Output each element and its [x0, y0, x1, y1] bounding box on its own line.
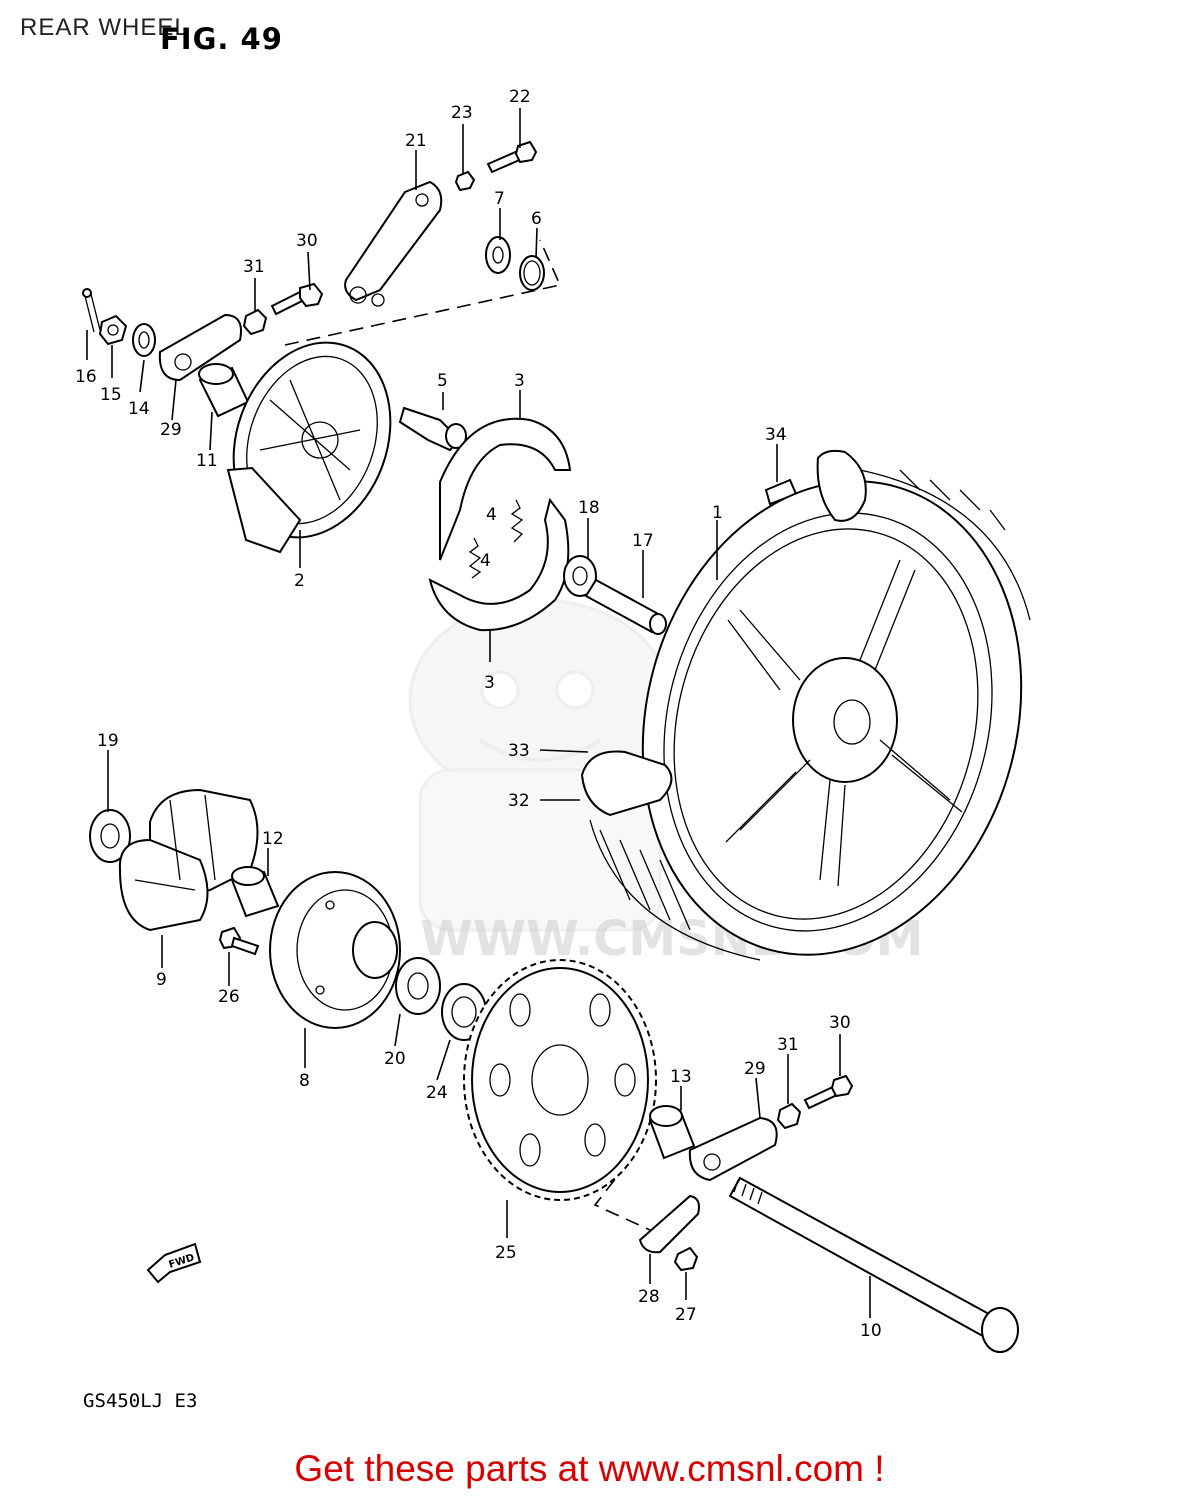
rim-band [580, 750, 673, 817]
callout-17: 17 [632, 531, 654, 551]
callout-25: 25 [495, 1243, 517, 1263]
lock-washer [638, 1194, 700, 1254]
castle-nut [98, 314, 128, 346]
leader-lines [86, 108, 871, 1318]
bolt-upper [270, 282, 324, 316]
callout-16: 16 [75, 367, 97, 387]
callout-14: 14 [128, 399, 150, 419]
callout-20: 20 [384, 1049, 406, 1069]
small-nut [454, 170, 476, 192]
tyre-tread [589, 469, 1031, 961]
brake-cam-lever [344, 180, 443, 307]
callout-8: 8 [299, 1071, 310, 1091]
wheel-bearing-18 [563, 555, 597, 597]
callout-23: 23 [451, 103, 473, 123]
collar [198, 363, 250, 418]
callout-29-upper: 29 [160, 420, 182, 440]
callout-18: 18 [578, 498, 600, 518]
nut-upper [242, 308, 268, 336]
wheel-spacer [584, 578, 667, 635]
collar-13 [648, 1105, 696, 1160]
callout-33: 33 [508, 741, 530, 761]
figure-label: FIG. 49 [160, 22, 283, 56]
callout-12: 12 [262, 829, 284, 849]
assembly-line-bottom [554, 1119, 651, 1231]
callout-2: 2 [294, 571, 305, 591]
brake-panel [226, 341, 392, 554]
assembly-line-top [284, 239, 562, 346]
washer [132, 323, 156, 357]
page-title: REAR WHEEL [20, 14, 189, 41]
footer-banner: Get these parts at www.cmsnl.com ! [0, 1448, 1179, 1490]
model-code: GS450LJ E3 [83, 1390, 198, 1412]
callout-10: 10 [860, 1321, 882, 1341]
nut-lower [776, 1102, 802, 1130]
callout-3-upper: 3 [514, 371, 525, 391]
forward-arrow-icon: FWD [146, 1242, 202, 1284]
callout-9: 9 [156, 970, 167, 990]
shoe-spring-upper [510, 499, 524, 543]
callout-30-upper: 30 [296, 231, 318, 251]
callout-30-lower: 30 [829, 1013, 851, 1033]
callout-24: 24 [426, 1083, 448, 1103]
callout-7: 7 [494, 189, 505, 209]
callout-32: 32 [508, 791, 530, 811]
callout-11: 11 [196, 451, 218, 471]
brake-shoe-lower [428, 497, 570, 632]
callout-6: 6 [531, 209, 542, 229]
rear-sprocket [463, 959, 657, 1201]
o-ring [519, 255, 545, 291]
torque-link-upper [158, 313, 242, 382]
callout-34: 34 [765, 425, 787, 445]
footer-link[interactable]: Get these parts at www.cmsnl.com ! [294, 1448, 885, 1489]
callout-28: 28 [638, 1287, 660, 1307]
callout-29-lower: 29 [744, 1059, 766, 1079]
collar-12 [230, 866, 280, 918]
tube-valve [816, 449, 867, 522]
bearing-19 [89, 809, 131, 863]
brake-shoe-upper [439, 417, 572, 561]
callout-15: 15 [100, 385, 122, 405]
lock-nut [673, 1246, 699, 1272]
callout-13: 13 [670, 1067, 692, 1087]
callout-22: 22 [509, 87, 531, 107]
rear-axle [728, 1176, 1019, 1353]
callout-27: 27 [675, 1305, 697, 1325]
cotter-pin [82, 288, 101, 333]
callout-4-upper: 4 [486, 505, 497, 525]
brake-cam [398, 406, 467, 452]
callout-26: 26 [218, 987, 240, 1007]
callout-21: 21 [405, 131, 427, 151]
callout-3-lower: 3 [484, 673, 495, 693]
bearing-20 [395, 957, 441, 1015]
callout-1: 1 [712, 503, 723, 523]
rear-wheel [641, 480, 1023, 956]
callout-31-lower: 31 [777, 1035, 799, 1055]
bolt-lower [803, 1074, 854, 1110]
sprocket-stud [218, 926, 260, 956]
cushion-rubbers [118, 788, 259, 932]
cam-bolt [486, 140, 538, 174]
shoe-spring-lower [468, 537, 482, 579]
callout-31-upper: 31 [243, 257, 265, 277]
callout-4-lower: 4 [480, 551, 491, 571]
torque-link-lower [688, 1116, 778, 1182]
sprocket-mounting-drum [269, 871, 401, 1029]
callout-19: 19 [97, 731, 119, 751]
callout-5: 5 [437, 371, 448, 391]
washer-7 [485, 236, 511, 274]
